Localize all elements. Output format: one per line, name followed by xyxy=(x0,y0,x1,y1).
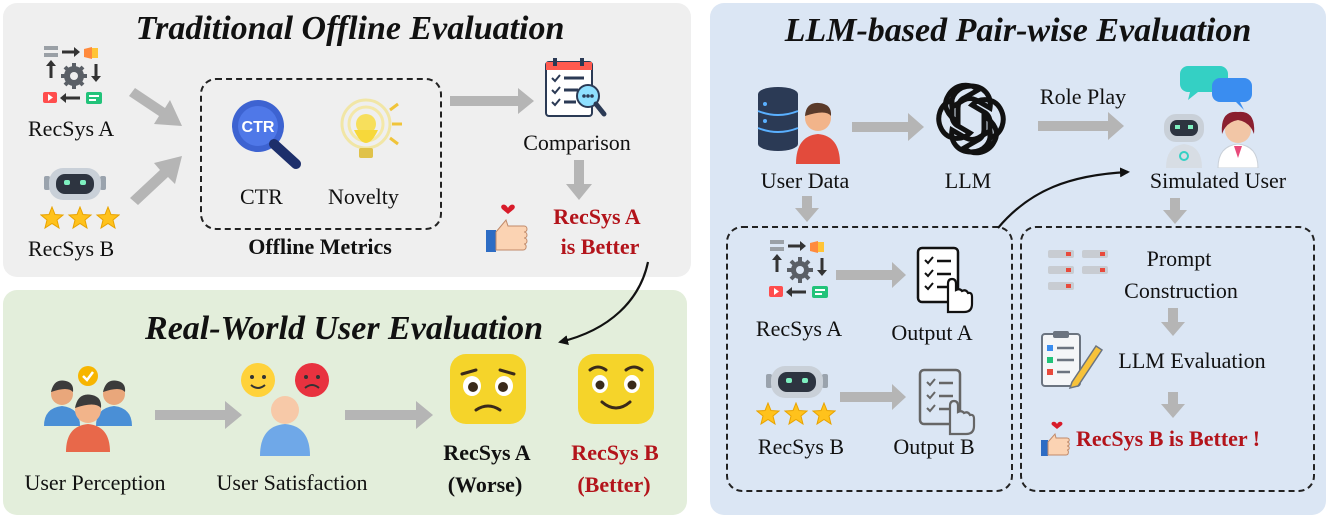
arrow-comparison-to-result xyxy=(566,160,592,200)
metric-ctr-label: CTR xyxy=(240,184,283,209)
user-data-label: User Data xyxy=(760,168,850,193)
thumbs-up-icon xyxy=(486,204,528,252)
robot-icon-llm xyxy=(766,366,828,398)
trad-recsys-b-label: RecSys B xyxy=(28,236,115,261)
llm-icon xyxy=(936,82,1006,156)
output-document-b-icon xyxy=(918,368,976,436)
realworld-title: Real-World User Evaluation xyxy=(145,310,543,347)
happy-face-icon xyxy=(578,354,654,424)
llm-recsys-b-label: RecSys B xyxy=(757,434,845,459)
llm-evaluation-checklist-icon xyxy=(1041,331,1104,390)
user-satisfaction-label: User Satisfaction xyxy=(216,470,368,495)
metric-novelty-label: Novelty xyxy=(328,184,399,209)
trad-result-line2: is Better xyxy=(560,234,640,259)
prompt-line1-label: Prompt xyxy=(1146,246,1212,271)
thumbs-up-icon-llm xyxy=(1041,421,1070,456)
llm-result-label: RecSys B is Better ! xyxy=(1076,426,1261,451)
arrow-recsys-b-to-metrics xyxy=(130,156,182,205)
user-data-icon xyxy=(757,87,840,164)
output-a-label: Output A xyxy=(891,320,973,345)
arrow-llm-to-simulated-user xyxy=(1038,112,1124,140)
simulated-user-label: Simulated User xyxy=(1149,168,1287,193)
output-b-label: Output B xyxy=(893,434,975,459)
llm-evaluation-label: LLM Evaluation xyxy=(1118,348,1266,373)
arrow-simulated-to-eval xyxy=(1163,198,1187,224)
recsys-process-icon-llm xyxy=(769,240,828,298)
realworld-a-line2: (Worse) xyxy=(447,472,523,497)
robot-icon xyxy=(44,168,106,200)
prompt-line2-label: Construction xyxy=(1124,278,1238,303)
arrow-userdata-to-llm xyxy=(852,113,924,141)
realworld-b-line1: RecSys B xyxy=(571,440,659,465)
arrow-perception-to-satisfaction xyxy=(155,401,242,429)
offline-metrics-box xyxy=(200,78,442,230)
novelty-bulb-icon xyxy=(340,98,402,158)
user-satisfaction-icon xyxy=(241,363,329,456)
realworld-b-line2: (Better) xyxy=(577,472,651,497)
curve-result-to-realworld xyxy=(558,261,650,345)
output-document-a-icon xyxy=(916,246,974,314)
arrow-userdata-to-recsys xyxy=(795,196,819,222)
evaluation-box xyxy=(1020,226,1315,492)
arrow-metrics-to-comparison xyxy=(450,88,534,114)
arrow-recsys-a-to-metrics xyxy=(129,88,182,126)
prompt-construction-icon xyxy=(1048,250,1108,290)
arrow-recsys-a-to-output-a xyxy=(836,262,906,288)
arrow-recsys-b-to-output-b xyxy=(840,384,906,410)
arrow-prompt-to-llm-eval xyxy=(1161,308,1185,336)
traditional-title: Traditional Offline Evaluation xyxy=(135,10,565,47)
arrow-llm-eval-to-result xyxy=(1161,392,1185,418)
recsys-process-icon xyxy=(43,46,102,104)
role-play-label: Role Play xyxy=(1039,84,1127,109)
user-group-icon xyxy=(44,366,132,452)
recsys-outputs-box xyxy=(726,226,1013,492)
realworld-a-line1: RecSys A xyxy=(443,440,531,465)
offline-metrics-label: Offline Metrics xyxy=(248,234,392,259)
arrow-satisfaction-to-outcome xyxy=(345,401,433,429)
llm-title: LLM-based Pair-wise Evaluation xyxy=(784,12,1252,49)
llm-recsys-a-label: RecSys A xyxy=(755,316,843,341)
ctr-icon-text: CTR xyxy=(242,119,275,136)
ctr-magnifier-icon: CTR xyxy=(232,100,301,169)
trad-recsys-a-label: RecSys A xyxy=(28,116,115,141)
curve-recsys-box-to-simulated-user xyxy=(997,167,1130,229)
comparison-checklist-icon xyxy=(545,58,607,117)
three-stars-icon xyxy=(40,206,120,230)
simulated-user-icon xyxy=(1164,66,1259,168)
three-stars-icon-llm xyxy=(756,402,836,426)
comparison-label: Comparison xyxy=(523,130,631,155)
user-perception-label: User Perception xyxy=(24,470,166,495)
worried-face-icon xyxy=(450,354,526,424)
llm-label: LLM xyxy=(944,168,992,193)
trad-result-line1: RecSys A xyxy=(553,204,641,229)
